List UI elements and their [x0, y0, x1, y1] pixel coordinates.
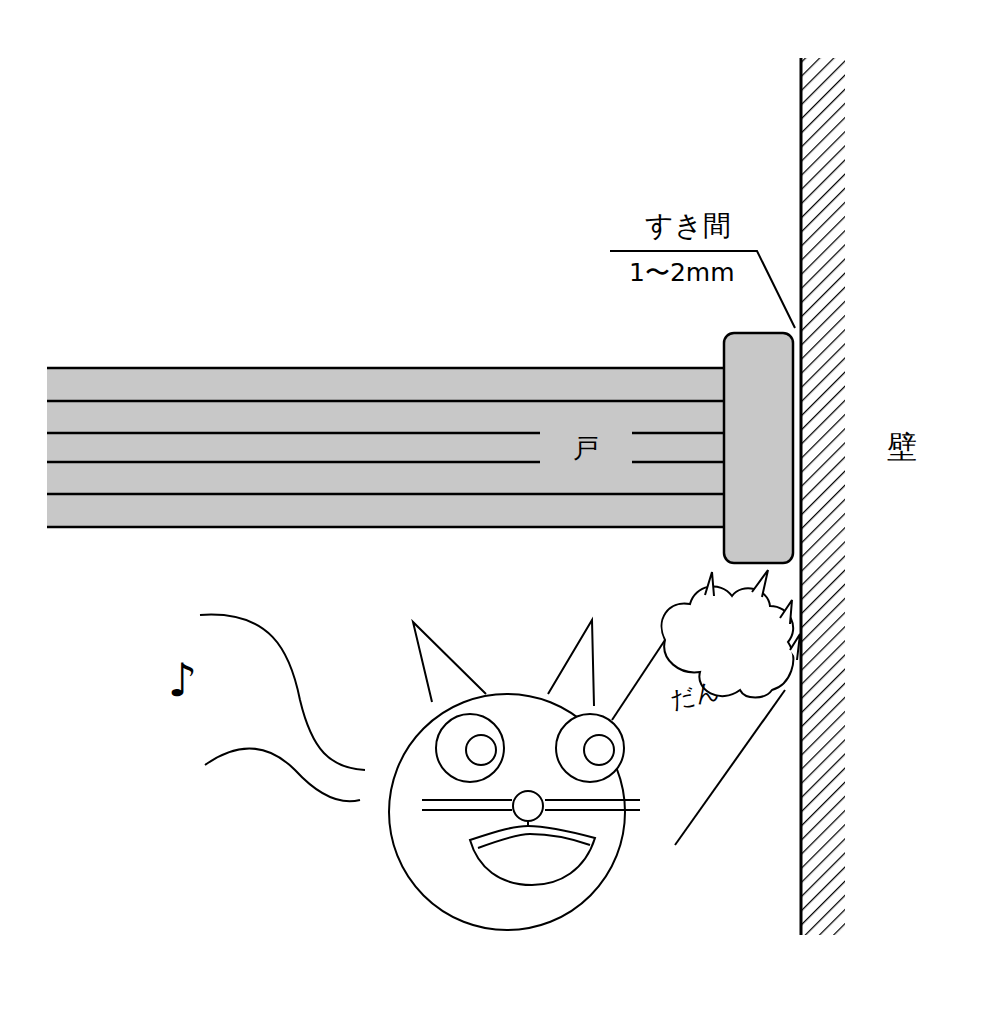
gap-label: すき間: [645, 212, 731, 240]
door-panel: 戸: [47, 368, 725, 527]
door: [47, 333, 793, 563]
motion-lines: [200, 615, 365, 802]
sound-effect: だん: [668, 677, 723, 713]
door-label: 戸: [569, 433, 603, 463]
cat: [389, 570, 800, 930]
dimension: 1〜2mm: [629, 260, 735, 285]
music-note: ♪: [168, 657, 197, 703]
leader-line: [610, 251, 795, 328]
wall-label: 壁: [887, 432, 917, 462]
wall: [801, 58, 845, 935]
